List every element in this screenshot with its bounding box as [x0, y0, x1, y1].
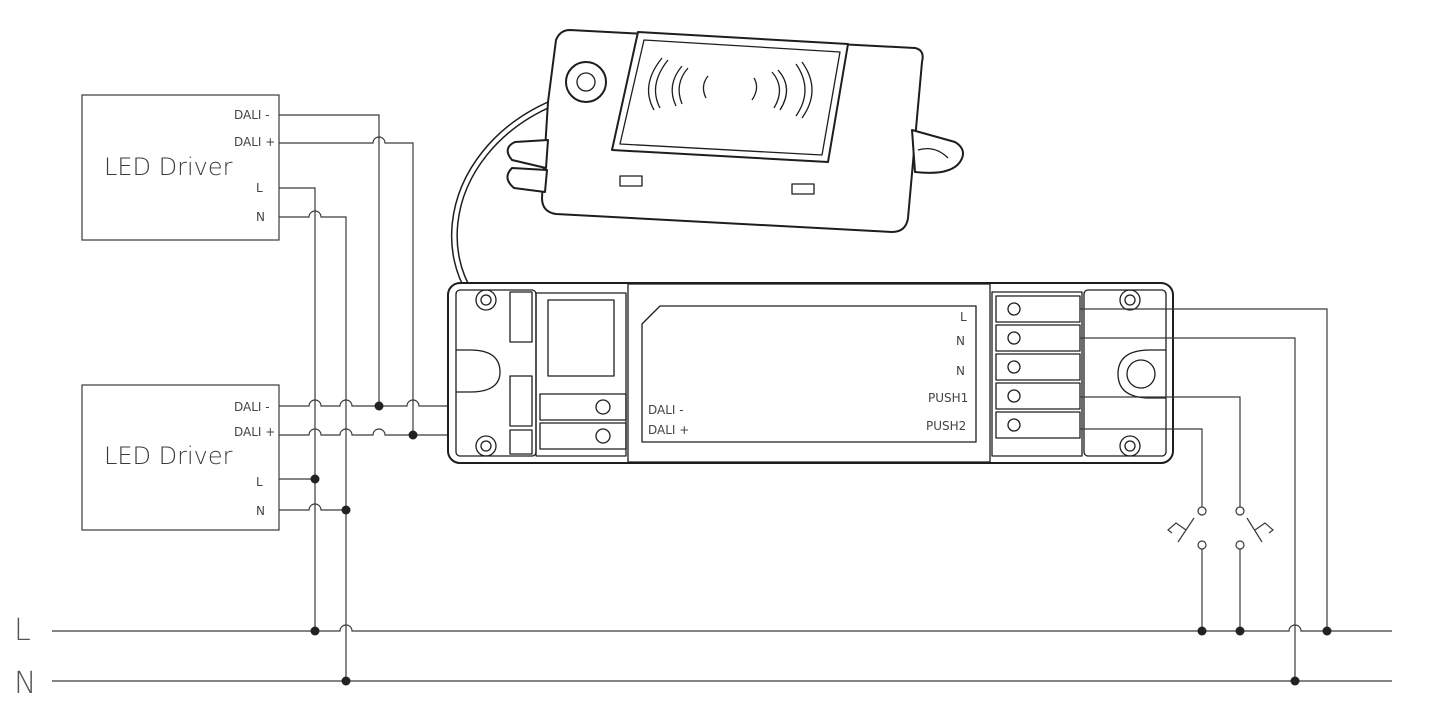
- led-driver-2-l: L: [256, 475, 263, 489]
- led-driver-1-title: LED Driver: [104, 153, 233, 181]
- junction-dots: [310, 401, 1332, 686]
- radio-module-slot-left: [619, 175, 643, 187]
- radio-module-lid: [611, 31, 849, 163]
- label-window: [641, 305, 977, 443]
- radio-module-slot-right: [791, 183, 815, 195]
- wire-d1-dali-plus: [279, 136, 414, 435]
- rail-live-line: [52, 624, 1392, 632]
- wire-push1: [1080, 396, 1241, 510]
- wire-d2-n: [279, 503, 346, 511]
- led-driver-2: LED Driver DALI - DALI + L N: [81, 384, 280, 531]
- wire-d2-dali-minus: [279, 399, 540, 407]
- led-driver-1-box: [81, 94, 280, 241]
- led-driver-2-n: N: [256, 504, 265, 518]
- push-button-switch-2: [1167, 506, 1207, 550]
- controller-label-push2: PUSH2: [926, 419, 966, 433]
- wire-d1-dali-minus: [279, 114, 380, 406]
- wire-ctrl-n: [1080, 337, 1296, 681]
- rail-neutral-label: N: [14, 666, 36, 701]
- controller-label-dali-minus: DALI -: [648, 403, 684, 417]
- wire-push2: [1080, 428, 1203, 510]
- wire-d2-dali-plus: [279, 428, 540, 436]
- controller-unit: DALI - DALI + L N N PUSH1 PUSH2: [447, 282, 1174, 464]
- right-terminal-screws: [995, 295, 1081, 439]
- wire-d1-l: [279, 187, 316, 631]
- controller-label-push1: PUSH1: [928, 391, 968, 405]
- radio-module-tab-left: [506, 139, 549, 169]
- controller-label-n1: N: [956, 334, 965, 348]
- radio-module: [450, 29, 965, 344]
- controller-housing: [447, 282, 1174, 464]
- mains-rails: L N: [14, 613, 1392, 701]
- led-driver-2-box: [81, 384, 280, 531]
- left-terminal-block: [535, 292, 627, 457]
- cable-gland: [565, 61, 607, 103]
- terminal-dali-plus: [539, 422, 627, 450]
- controller-label-n2: N: [956, 364, 965, 378]
- wire-d1-n: [279, 210, 347, 681]
- controller-label-l: L: [960, 310, 967, 324]
- led-driver-1-n: N: [256, 210, 265, 224]
- led-driver-1-dali-minus: DALI -: [234, 108, 270, 122]
- rail-live-label: L: [14, 613, 31, 648]
- radio-module-tab-left-lower: [506, 167, 548, 193]
- led-driver-1: LED Driver DALI - DALI + L N: [81, 94, 280, 241]
- led-driver-1-l: L: [256, 181, 263, 195]
- led-driver-2-dali-plus: DALI +: [234, 425, 275, 439]
- controller-label-dali-plus: DALI +: [648, 423, 689, 437]
- led-driver-2-title: LED Driver: [104, 442, 233, 470]
- led-driver-2-dali-minus: DALI -: [234, 400, 270, 414]
- center-panel: [627, 283, 991, 463]
- led-driver-1-dali-plus: DALI +: [234, 135, 275, 149]
- right-terminal-block: [991, 291, 1083, 457]
- push-button-switch-1: [1235, 506, 1274, 550]
- push-switch-wiring: [1080, 308, 1328, 681]
- right-end-block: [1083, 289, 1167, 457]
- wire-ctrl-l: [1080, 308, 1328, 631]
- terminal-dali-minus: [539, 393, 627, 421]
- radio-module-tab-right: [911, 129, 965, 174]
